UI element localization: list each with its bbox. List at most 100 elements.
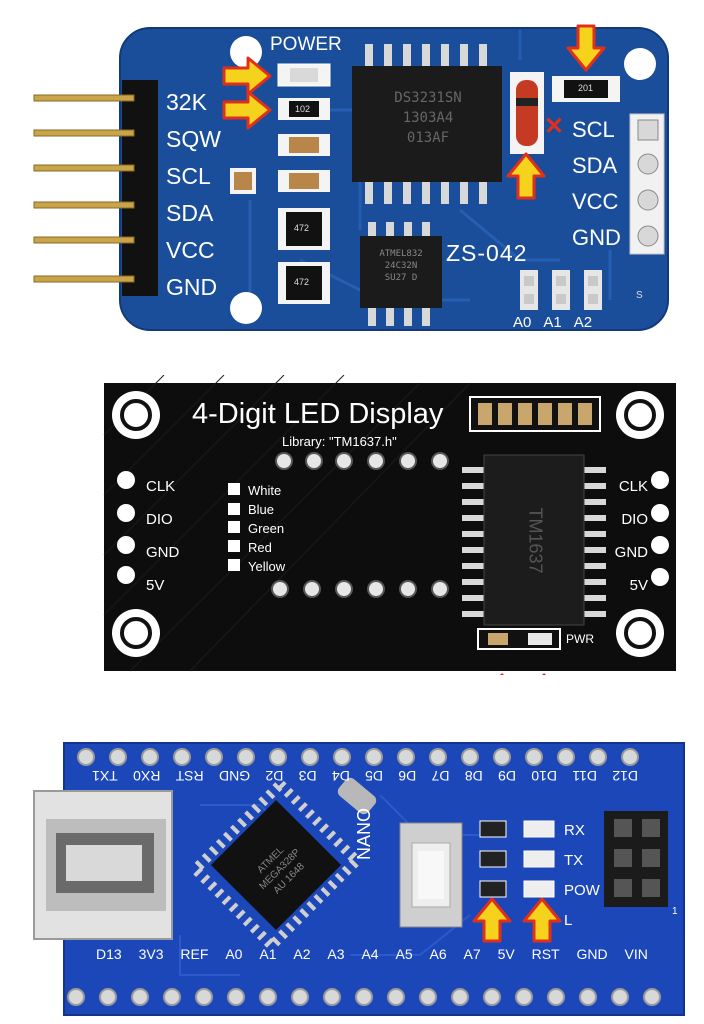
pin-label-scl: SCL <box>572 117 615 142</box>
led-left-pin-labels: CLK DIO GND 5V <box>146 470 179 602</box>
pin-label: D8 <box>464 768 483 784</box>
status-leds <box>479 820 555 898</box>
color-options: White Blue Green Red Yellow <box>248 481 285 576</box>
arrow-icon <box>472 897 562 943</box>
pin-label: RST <box>175 768 204 784</box>
color-checkboxes <box>228 483 240 571</box>
pin-label: D2 <box>265 768 284 784</box>
address-labels: A0 A1 A2 <box>513 314 592 331</box>
resistor-network-marking: 472 <box>294 223 310 233</box>
pin-label: D12 <box>612 768 638 784</box>
pin-label: A5 <box>395 946 413 962</box>
pin-label: VIN <box>624 946 648 962</box>
s-mark: S <box>636 290 643 301</box>
nano-led-labels: RX TX POW L <box>564 816 600 936</box>
pin-leads <box>33 94 135 283</box>
resistor-network-marking: 472 <box>294 277 310 287</box>
led-label-tx: TX <box>564 852 584 869</box>
color-white: White <box>248 483 282 498</box>
pin-label: GND <box>576 946 608 962</box>
pin-label: 3V3 <box>138 946 164 962</box>
pin-label: D10 <box>531 768 557 784</box>
pin-label: 5V <box>497 946 515 962</box>
pin-pads <box>117 471 669 586</box>
tm1637-chip <box>462 454 606 626</box>
pin-label-gnd: GND <box>572 225 621 250</box>
addr-a1: A1 <box>543 314 562 331</box>
mount-hole <box>230 292 262 324</box>
mount-hole <box>624 48 656 80</box>
pin-label-vcc: VCC <box>166 237 215 263</box>
pin-label-clk: CLK <box>146 478 176 495</box>
pin-label-vcc: VCC <box>572 189 619 214</box>
nano-bottom-pin-labels: D13 3V3 REF A0 A1 A2 A3 A4 A5 A6 A7 5V R… <box>96 946 648 962</box>
header-holes <box>271 452 449 598</box>
pin-label: D9 <box>498 768 516 784</box>
pin-label: A1 <box>259 946 277 962</box>
smd-components <box>230 63 620 310</box>
pin-label-scl: SCL <box>166 163 211 189</box>
pin-label: D4 <box>331 768 350 784</box>
pin-label-5v: 5V <box>146 577 165 594</box>
led-label-l: L <box>564 912 573 929</box>
pin-label: A7 <box>463 946 481 962</box>
resistor-marking: 102 <box>295 104 311 114</box>
color-blue: Blue <box>248 502 275 517</box>
led-label-pow: POW <box>564 882 600 899</box>
bottom-pin-holes <box>67 988 661 1006</box>
rtc-right-pin-labels: SCL SDA VCC GND <box>572 112 621 256</box>
resistor-array <box>469 396 601 432</box>
pin-label: D5 <box>365 768 384 784</box>
eeprom-chip <box>360 222 442 326</box>
addr-a0: A0 <box>513 314 532 331</box>
icsp-pin1-label: 1 <box>672 906 678 917</box>
led-right-pin-labels: CLK DIO GND 5V <box>614 470 648 602</box>
led-display-board <box>103 375 676 675</box>
color-green: Green <box>248 521 285 536</box>
color-red: Red <box>248 540 272 555</box>
pin-label: A3 <box>327 946 345 962</box>
pwr-label: PWR <box>566 632 594 646</box>
arrow-icon <box>222 24 606 200</box>
pin-label-dio: DIO <box>621 511 648 528</box>
reset-button-body <box>399 822 463 928</box>
icsp-header <box>604 811 668 907</box>
eeprom-chip-marking: ATMEL832 24C32N SU27 D <box>379 249 423 283</box>
pin-label: A4 <box>361 946 379 962</box>
pin-label: REF <box>180 946 209 962</box>
usb-mini-connector <box>33 790 173 940</box>
cut-mark-icon: ✕ <box>544 113 565 140</box>
pin-label: A0 <box>225 946 243 962</box>
mount-hole <box>112 391 664 657</box>
nano-top-pin-labels: D12 D11 D10 D9 D8 D7 D6 D5 D4 D3 D2 GND … <box>92 768 638 784</box>
pin-label: A2 <box>293 946 311 962</box>
pin-label-sda: SDA <box>166 200 214 226</box>
pin-label-5v: 5V <box>629 577 648 594</box>
pin-label: RST <box>531 946 560 962</box>
pin-label: D3 <box>298 768 317 784</box>
addr-a2: A2 <box>573 314 593 331</box>
pin-label-sqw: SQW <box>166 126 221 152</box>
rtc-left-pin-labels: 32K SQW SCL SDA VCC GND <box>166 84 221 306</box>
pin-label-clk: CLK <box>618 478 648 495</box>
ds3231-chip-marking: DS3231SN 1303A4 013AF <box>394 90 462 146</box>
arduino-nano-board <box>33 742 685 1016</box>
pin-label: A6 <box>429 946 447 962</box>
pin-label: D6 <box>398 768 417 784</box>
power-label: POWER <box>270 34 342 55</box>
tm1637-chip-marking: TM1637 <box>525 507 546 574</box>
library-label: Library: "TM1637.h" <box>282 434 397 449</box>
ds3231-chip <box>352 44 502 204</box>
right-header-pins <box>637 119 659 247</box>
model-label: ZS-042 <box>446 240 528 266</box>
rtc-module-board <box>33 24 669 331</box>
pin-label: D11 <box>572 768 597 784</box>
nano-name-label: NANO <box>354 807 374 860</box>
pin-label-gnd: GND <box>614 544 648 561</box>
led-display-title: 4-Digit LED Display <box>192 398 444 430</box>
pin-label: GND <box>218 768 251 784</box>
mount-hole <box>230 36 262 68</box>
resistor-marking: 201 <box>578 83 594 93</box>
pin-label: RX0 <box>133 768 161 784</box>
pin-label-gnd: GND <box>146 544 180 561</box>
